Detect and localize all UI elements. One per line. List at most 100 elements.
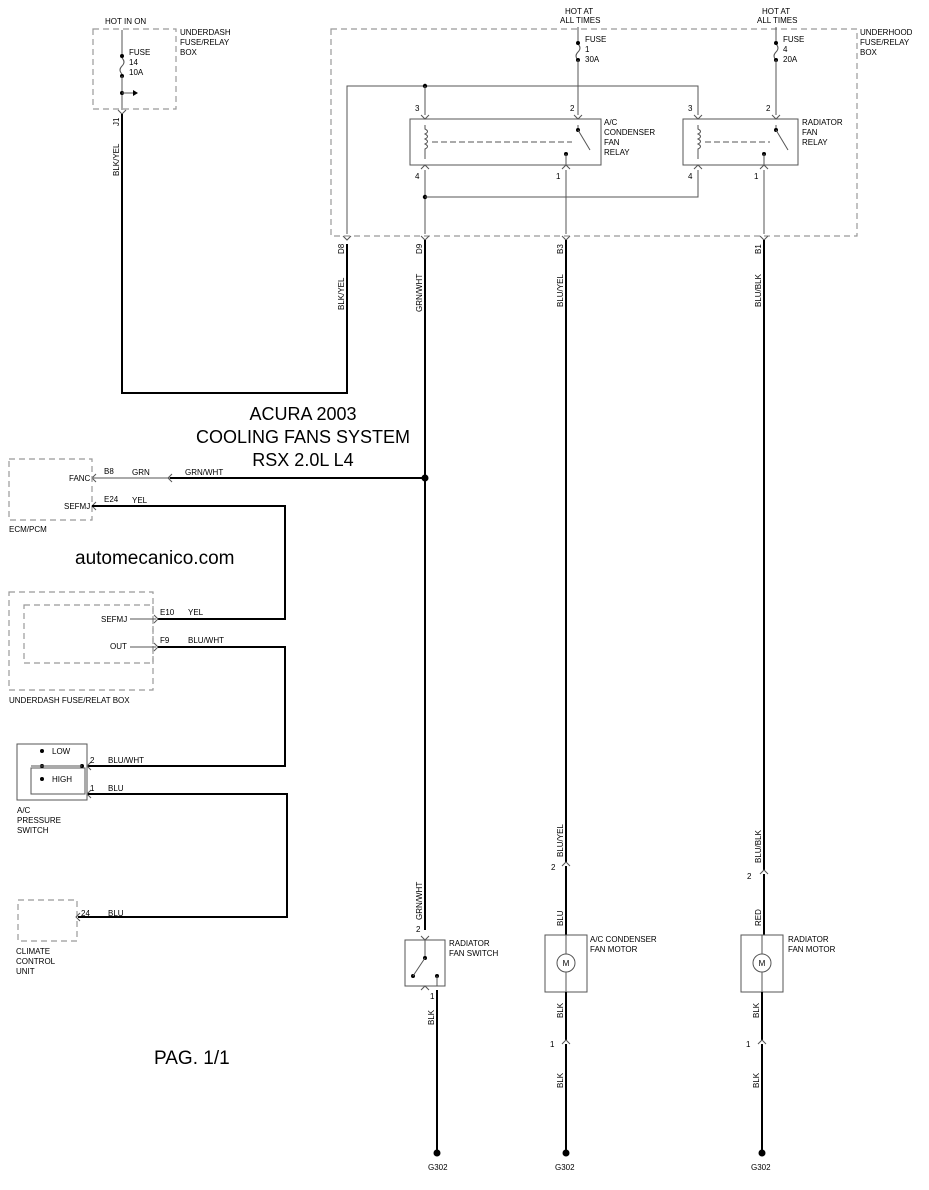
wire-label-blu-yel: BLU/YEL [556, 824, 565, 857]
climate-unit-name: CLIMATE [16, 947, 50, 956]
underdash-box-name: FUSE/RELAY [180, 38, 230, 47]
relay-pin-4: 4 [415, 172, 420, 181]
relay-pin-3: 3 [688, 104, 693, 113]
hot-at-all-times-label: ALL TIMES [560, 16, 600, 25]
underdash-fuse-relay-box: HOT IN ON UNDERDASH FUSE/RELAY BOX FUSE … [92, 17, 231, 176]
pin-e24: E24 [104, 495, 119, 504]
title-engine: RSX 2.0L L4 [252, 450, 353, 470]
switch-contact-icon [412, 957, 426, 977]
page-number-label: PAG. 1/1 [154, 1048, 230, 1069]
ac-condenser-fan-motor: 2 BLU M A/C CONDENSER FAN MOTOR BLK 1 [544, 861, 657, 1049]
underhood-box-name: BOX [860, 48, 878, 57]
pressure-switch-name: SWITCH [17, 826, 49, 835]
fuse-number: 4 [783, 45, 788, 54]
underdash-relat-box-name: UNDERDASH FUSE/RELAT BOX [9, 696, 130, 705]
climate-unit-name: UNIT [16, 967, 35, 976]
connector-d9-label: D9 [415, 243, 424, 254]
underhood-fuse-relay-box: UNDERHOOD FUSE/RELAY BOX HOT AT ALL TIME… [330, 7, 913, 254]
relay-coil-icon [696, 125, 701, 159]
pin-1: 1 [90, 784, 95, 793]
wire-label-red: RED [754, 909, 763, 926]
title-system: COOLING FANS SYSTEM [196, 427, 410, 447]
wire-label-blu-wht: BLU/WHT [108, 756, 144, 765]
wire-label-grn-wht: GRN/WHT [415, 882, 424, 920]
underhood-box-name: UNDERHOOD [860, 28, 913, 37]
switch-low-label: LOW [52, 747, 71, 756]
underdash-box-outline [92, 28, 177, 110]
relay-name: RADIATOR [802, 118, 843, 127]
climate-control-unit: 24 BLU CLIMATE CONTROL UNIT [16, 899, 124, 976]
wire-label-blk: BLK [752, 1072, 761, 1088]
ground-label: G302 [555, 1163, 575, 1172]
fuse-label: FUSE [129, 48, 150, 57]
pin-1: 1 [746, 1040, 751, 1049]
ac-motor-name: FAN MOTOR [590, 945, 638, 954]
ground-icon [758, 1149, 766, 1157]
motor-symbol: M [563, 959, 570, 968]
ecm-pin-fanc: FANC [69, 474, 91, 483]
ac-condenser-fan-relay: 3 2 4 1 A/C CONDENSER FAN RELAY [409, 104, 655, 181]
relay-pin-2: 2 [570, 104, 575, 113]
relay-coil-icon [423, 125, 428, 159]
hot-at-all-times-label: HOT AT [762, 7, 790, 16]
wire-label-blk: BLK [752, 1002, 761, 1018]
switch-high-label: HIGH [52, 775, 72, 784]
relay-name: FAN [802, 128, 818, 137]
ac-motor-name: A/C CONDENSER [590, 935, 657, 944]
relay-pin-4: 4 [688, 172, 693, 181]
arrow-right-icon [133, 90, 138, 96]
pin-1: 1 [430, 992, 435, 1001]
fuse-amperage: 20A [783, 55, 798, 64]
radiator-fan-relay: 3 2 4 1 RADIATOR FAN RELAY [682, 104, 843, 181]
motor-symbol: M [759, 959, 766, 968]
diagram-title: ACURA 2003 COOLING FANS SYSTEM RSX 2.0L … [196, 404, 410, 470]
pressure-switch-name: PRESSURE [17, 816, 61, 825]
ground-icon [433, 1149, 441, 1157]
ground-label: G302 [751, 1163, 771, 1172]
wire-label-blk: BLK [427, 1009, 436, 1025]
relay-name: A/C [604, 118, 618, 127]
wire-label-blk-yel: BLK/YEL [337, 277, 346, 310]
relay-name: FAN [604, 138, 620, 147]
relay-switch-icon [775, 129, 789, 151]
fan-switch-name: RADIATOR [449, 939, 490, 948]
website-label: automecanico.com [75, 548, 234, 569]
connector-j1-label: J1 [112, 117, 121, 126]
wire-label-blu: BLU [556, 910, 565, 926]
pin-1: 1 [550, 1040, 555, 1049]
relay-name: RELAY [802, 138, 828, 147]
wire-label-yel: YEL [132, 496, 148, 505]
radiator-fan-motor: 2 RED M RADIATOR FAN MOTOR BLK 1 [740, 869, 836, 1049]
fuse-14-icon [119, 57, 125, 75]
fuse-4-icon [773, 43, 779, 61]
pin-b8: B8 [104, 467, 114, 476]
wire-label-blu: BLU [108, 909, 124, 918]
underdash-box-name: BOX [180, 48, 198, 57]
rad-motor-name: RADIATOR [788, 935, 829, 944]
ground-icon [562, 1149, 570, 1157]
wire-label-blu-wht: BLU/WHT [188, 636, 224, 645]
wire-label-blu-yel: BLU/YEL [556, 274, 565, 307]
ground-label: G302 [428, 1163, 448, 1172]
fuse-number: 14 [129, 58, 138, 67]
pin-2: 2 [551, 863, 556, 872]
wire-label-blu-blk: BLU/BLK [754, 273, 763, 307]
connector-j1-icon [117, 109, 127, 115]
wire-label-blu: BLU [108, 784, 124, 793]
pin-e10: E10 [160, 608, 175, 617]
connector-d8-label: D8 [337, 243, 346, 254]
wire-label-blk-yel: BLK/YEL [112, 143, 121, 176]
climate-unit-name: CONTROL [16, 957, 56, 966]
underhood-box-name: FUSE/RELAY [860, 38, 910, 47]
underdash-box-name: UNDERDASH [180, 28, 231, 37]
fuse-amperage: 30A [585, 55, 600, 64]
ecm-pin-sefmj: SEFMJ [64, 502, 90, 511]
wire-blk-yel [121, 114, 348, 394]
relay-name: RELAY [604, 148, 630, 157]
title-make-year: ACURA 2003 [249, 404, 356, 424]
wire-label-blu-blk: BLU/BLK [754, 829, 763, 863]
hot-at-all-times-label: HOT AT [565, 7, 593, 16]
pin-f9: F9 [160, 636, 170, 645]
pin-sefmj: SEFMJ [101, 615, 127, 624]
